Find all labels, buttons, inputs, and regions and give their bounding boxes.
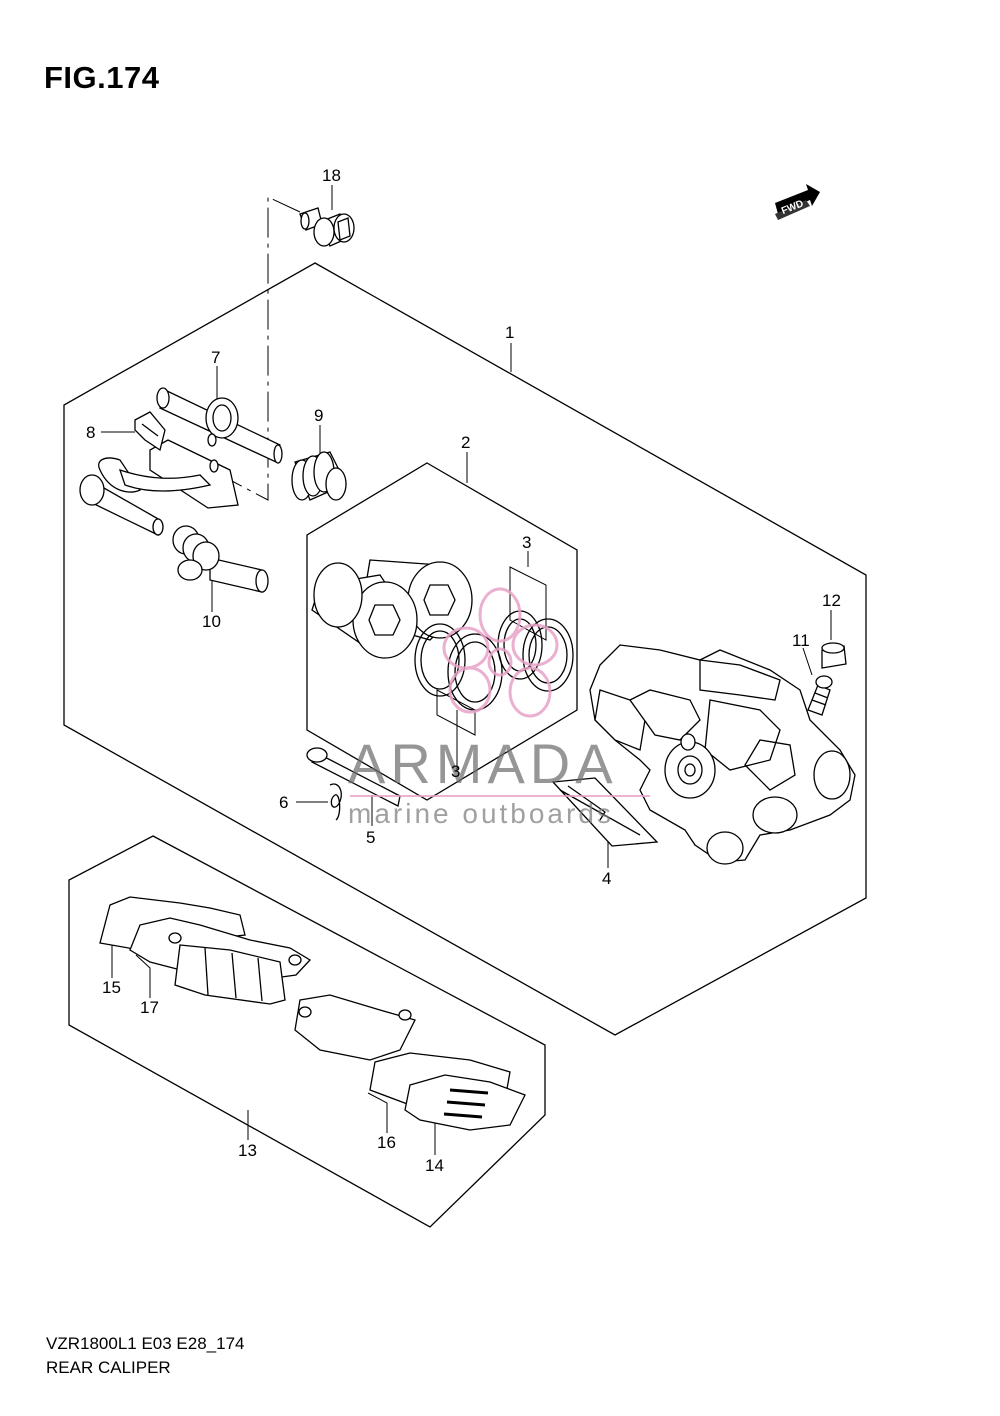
pad-pin-5-drawing <box>306 747 401 807</box>
callout-3: 3 <box>522 533 531 552</box>
watermark-tagline: marine outboards <box>348 798 614 829</box>
callout-6: 6 <box>279 793 288 812</box>
armada-watermark: ARMADA marine outboards <box>348 587 650 829</box>
callout-5: 5 <box>366 828 375 847</box>
caliper-body-drawing <box>589 644 856 865</box>
callout-12: 12 <box>822 591 841 610</box>
bleeder-cap-12-drawing <box>821 642 847 669</box>
callout-13: 13 <box>238 1141 257 1160</box>
callout-7: 7 <box>211 348 220 367</box>
callout-8: 8 <box>86 423 95 442</box>
seal-group-3-outline <box>509 566 547 641</box>
pad-friction-block-drawing <box>174 944 286 1005</box>
slide-pin-7-drawing <box>149 387 283 509</box>
pad-set-13-outline <box>68 835 546 1228</box>
watermark-brand: ARMADA <box>348 732 618 795</box>
forward-direction-arrow-icon: FWD <box>775 184 820 220</box>
shim-16-drawing <box>294 994 416 1061</box>
diagram-name: REAR CALIPER <box>46 1358 171 1377</box>
callout-17: 17 <box>140 998 159 1017</box>
callout-numbers: 1 2 3 3 4 5 6 7 8 9 10 11 12 13 14 15 16… <box>86 166 841 1175</box>
model-code: VZR1800L1 E03 E28_174 <box>46 1334 245 1353</box>
callout-18: 18 <box>322 166 341 185</box>
bleeder-11-drawing <box>807 675 833 716</box>
callout-16: 16 <box>377 1133 396 1152</box>
bolt-18-drawing <box>299 207 355 247</box>
leader-lines <box>101 185 832 1155</box>
callout-15: 15 <box>102 978 121 997</box>
piston-kit-2-outline <box>306 462 578 801</box>
callout-11: 11 <box>792 631 810 650</box>
watermark-flower-icon <box>442 587 559 718</box>
boot-9-drawing <box>291 451 347 501</box>
callout-2: 2 <box>461 433 470 452</box>
piston-2-drawing <box>311 559 473 659</box>
alignment-line <box>229 196 301 501</box>
callout-4: 4 <box>602 869 611 888</box>
seal-group-3b-outline <box>436 689 476 736</box>
diagram-footer: VZR1800L1 E03 E28_174 REAR CALIPER <box>46 1332 245 1380</box>
brake-pad-14-drawing <box>404 1074 526 1131</box>
callout-9: 9 <box>314 406 323 425</box>
pin-clip-6-drawing <box>329 783 342 821</box>
callout-14: 14 <box>425 1156 444 1175</box>
callout-1: 1 <box>505 323 514 342</box>
callout-10: 10 <box>202 612 221 631</box>
spring-clip-8-drawing <box>134 411 166 452</box>
callout-3-second: 3 <box>451 762 460 781</box>
figure-title: FIG.174 <box>44 60 160 95</box>
assembly-1-outline <box>63 262 867 1036</box>
boot-10-drawing <box>172 525 269 593</box>
guide-pin-drawing <box>79 457 212 536</box>
